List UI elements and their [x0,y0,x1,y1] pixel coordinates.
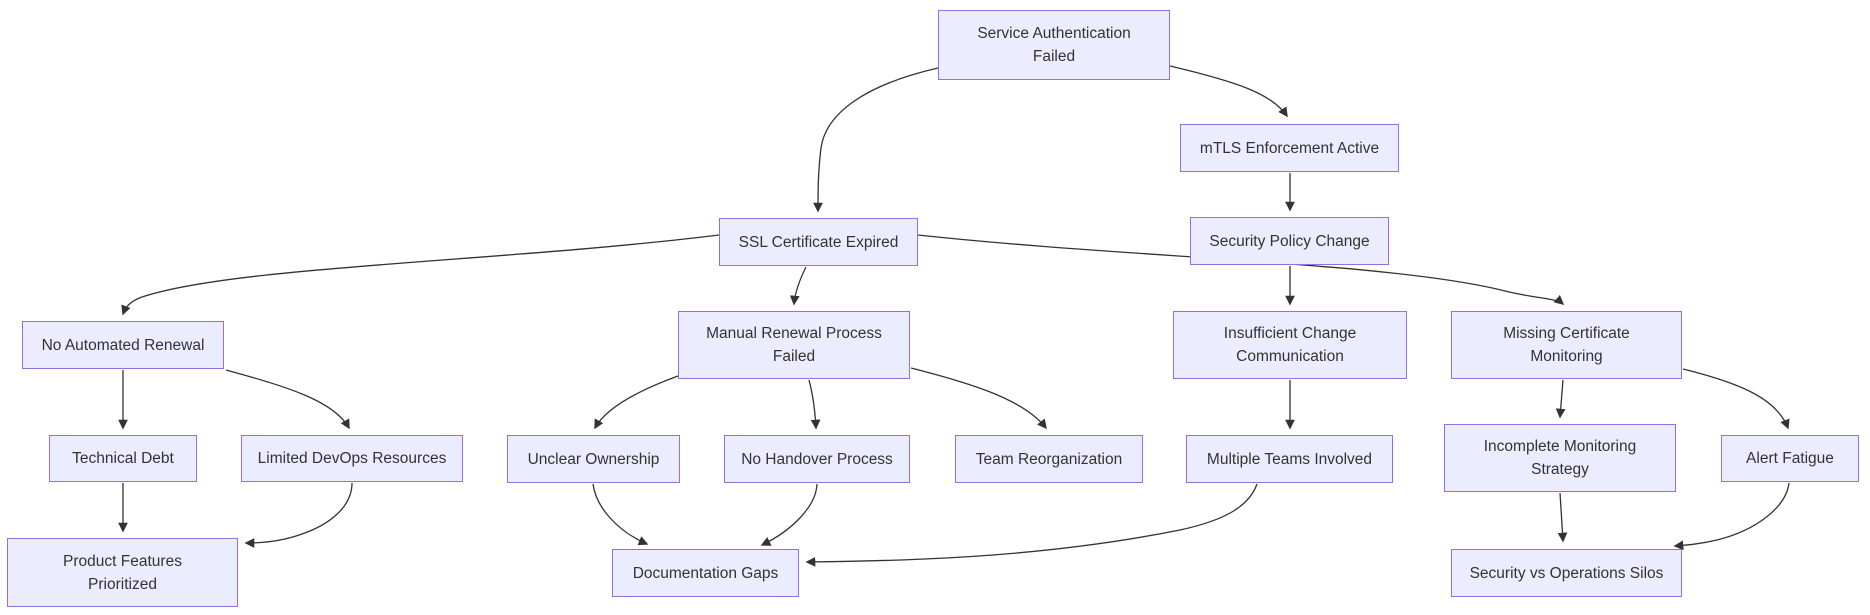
node-no-automated-renewal: No Automated Renewal [22,321,224,369]
node-mtls-enforcement-active: mTLS Enforcement Active [1180,124,1399,172]
node-label: Product Features Prioritized [63,552,182,593]
node-no-handover-process: No Handover Process [724,435,910,483]
node-product-features-prioritized: Product Features Prioritized [7,538,238,607]
node-label: Documentation Gaps [632,564,779,582]
node-limited-devops-resources: Limited DevOps Resources [241,435,463,482]
node-security-policy-change: Security Policy Change [1190,217,1389,265]
node-label: Manual Renewal Process Failed [706,325,882,365]
node-ssl-certificate-expired: SSL Certificate Expired [719,218,918,266]
node-missing-certificate-monitoring: Missing Certificate Monitoring [1451,311,1682,379]
node-label: mTLS Enforcement Active [1199,139,1380,157]
node-label: Multiple Teams Involved [1206,450,1373,468]
node-label: Technical Debt [72,450,174,467]
edge-manual-renewal-process-failed-to-team-reorganization [910,367,1047,430]
node-manual-renewal-process-failed: Manual Renewal Process Failed [678,311,910,379]
edge-multiple-teams-involved-to-documentation-gaps [805,483,1258,567]
edge-ssl-certificate-expired-to-no-automated-renewal [121,234,720,316]
node-alert-fatigue: Alert Fatigue [1721,435,1859,482]
edge-incomplete-monitoring-strategy-to-security-vs-operations-silos [1557,492,1568,543]
edge-manual-renewal-process-failed-to-unclear-ownership [594,375,679,430]
edge-ssl-certificate-expired-to-missing-certificate-monitoring [917,234,1565,305]
node-label: Security Policy Change [1209,232,1370,250]
node-multiple-teams-involved: Multiple Teams Involved [1186,435,1393,483]
node-label: Security vs Operations Silos [1469,564,1664,582]
node-security-vs-operations-silos: Security vs Operations Silos [1451,549,1682,597]
node-team-reorganization: Team Reorganization [955,435,1143,483]
node-label: SSL Certificate Expired [738,233,899,251]
node-label: Unclear Ownership [527,450,660,468]
node-label: No Automated Renewal [41,336,205,354]
edge-service-authentication-failed-to-mtls-enforcement-active [1169,65,1288,118]
edge-no-automated-renewal-to-limited-devops-resources [225,369,350,430]
node-label: Alert Fatigue [1746,450,1834,467]
node-label: Team Reorganization [975,450,1123,468]
node-label: Insufficient Change Communication [1223,325,1357,365]
edge-alert-fatigue-to-security-vs-operations-silos [1673,482,1790,551]
edge-limited-devops-resources-to-product-features-prioritized [244,482,353,548]
node-unclear-ownership: Unclear Ownership [507,435,680,483]
node-incomplete-monitoring-strategy: Incomplete Monitoring Strategy [1444,424,1676,492]
node-technical-debt: Technical Debt [49,435,197,482]
node-label: Service Authentication Failed [977,25,1131,65]
edge-missing-certificate-monitoring-to-incomplete-monitoring-strategy [1555,379,1566,419]
edge-no-handover-process-to-documentation-gaps [760,483,818,546]
edge-unclear-ownership-to-documentation-gaps [592,483,649,546]
node-label: Limited DevOps Resources [257,450,447,467]
node-label: Incomplete Monitoring Strategy [1483,438,1637,478]
node-label: Missing Certificate Monitoring [1503,325,1630,365]
edge-ssl-certificate-expired-to-manual-renewal-process-failed [789,266,807,306]
node-service-authentication-failed: Service Authentication Failed [938,10,1170,80]
edge-manual-renewal-process-failed-to-no-handover-process [808,379,821,430]
node-insufficient-change-communication: Insufficient Change Communication [1173,311,1407,379]
edge-missing-certificate-monitoring-to-alert-fatigue [1682,368,1790,430]
node-label: No Handover Process [741,450,893,468]
node-documentation-gaps: Documentation Gaps [612,549,799,597]
edge-service-authentication-failed-to-ssl-certificate-expired [813,67,939,213]
